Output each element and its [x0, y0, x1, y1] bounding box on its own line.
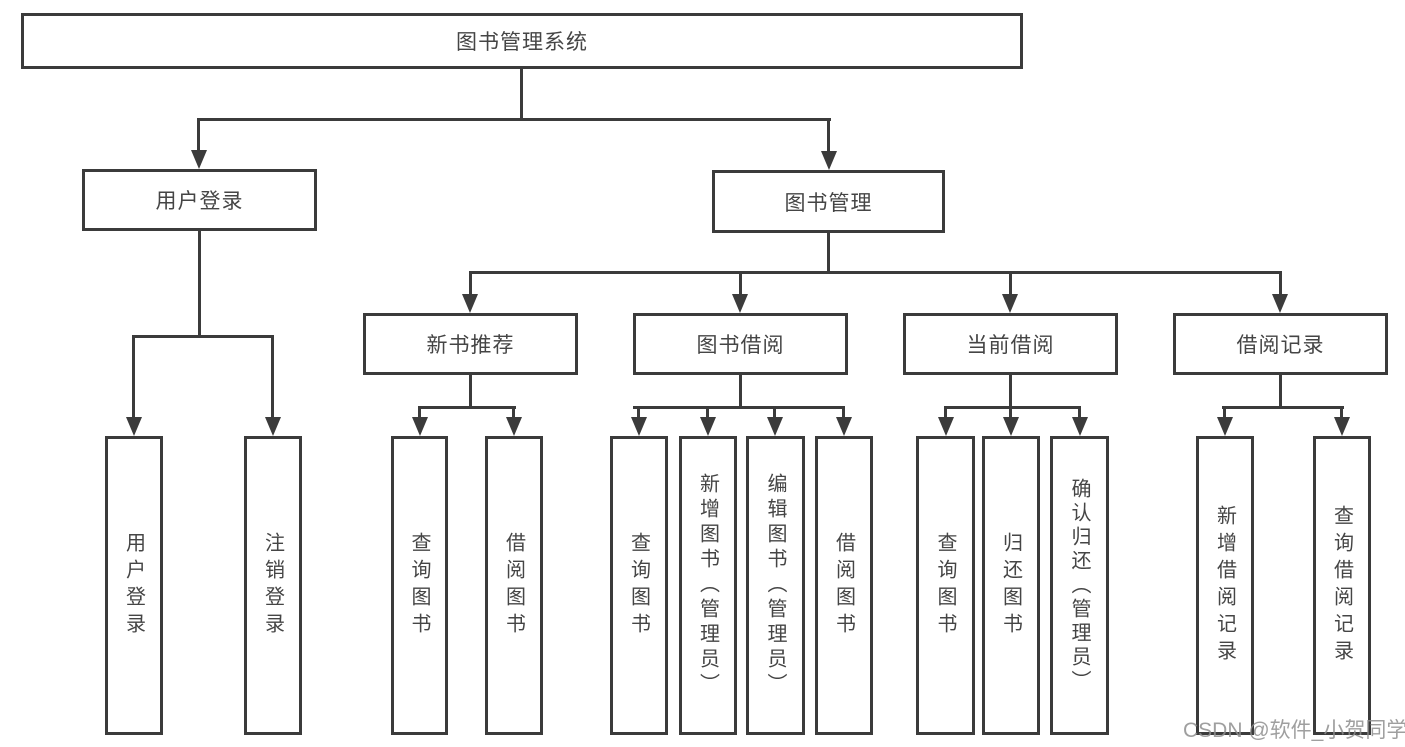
node-new-book-rec-label: 新书推荐: [426, 334, 515, 357]
leaf-cb-query-book-label: 查询图书: [934, 531, 956, 640]
leaf-cb-return-book-label: 归还图书: [999, 531, 1022, 640]
connector-current-borrow-stem: [1009, 374, 1012, 408]
leaf-bb-add-book-label: 新增图书（管理员）: [696, 473, 719, 698]
csdn-watermark: CSDN @软件_小贺同学: [1183, 719, 1405, 742]
connector-new-book-rec-stem: [469, 374, 472, 408]
leaf-br-query-record-label: 查询借阅记录: [1330, 504, 1353, 667]
connector-to-leaf-user-login: [132, 335, 135, 419]
connector-to-leaf-bb-query: [637, 406, 640, 420]
leaf-bb-query-book-label: 查询图书: [627, 531, 650, 640]
leaf-user-login-label: 用户登录: [122, 531, 145, 640]
leaf-br-add-record: 新增借阅记录: [1196, 436, 1254, 735]
connector-to-leaf-cb-query: [944, 406, 947, 420]
leaf-nb-borrow-book: 借阅图书: [485, 436, 543, 735]
node-root-label: 图书管理系统: [456, 31, 588, 54]
connector-borrow-records-branch: [1222, 406, 1344, 409]
connector-to-leaf-bb-borrow: [842, 406, 845, 420]
connector-to-user-login: [197, 118, 200, 152]
node-book-mgmt: 图书管理: [712, 170, 945, 233]
connector-to-leaf-logout: [271, 335, 274, 419]
node-new-book-rec: 新书推荐: [363, 313, 578, 375]
arrowhead-leaf-user-login: [126, 417, 142, 436]
connector-to-leaf-nb-query: [418, 406, 421, 420]
leaf-cb-return-book: 归还图书: [982, 436, 1040, 735]
node-root: 图书管理系统: [21, 13, 1023, 69]
arrowhead-borrow-records: [1272, 294, 1288, 313]
connector-to-leaf-br-query: [1340, 406, 1343, 420]
arrowhead-leaf-cb-query: [938, 417, 954, 436]
connector-book-borrow-stem: [739, 374, 742, 408]
node-current-borrow-label: 当前借阅: [966, 334, 1055, 357]
leaf-nb-query-book: 查询图书: [391, 436, 448, 735]
arrowhead-leaf-bb-edit: [767, 417, 783, 436]
connector-new-book-rec-branch: [418, 406, 516, 409]
leaf-cb-query-book: 查询图书: [916, 436, 975, 735]
connector-root-stem: [520, 68, 523, 118]
connector-user-login-branch: [132, 335, 274, 338]
node-user-login: 用户登录: [82, 169, 317, 231]
connector-to-new-book-rec: [469, 271, 472, 296]
connector-to-book-mgmt: [827, 118, 830, 152]
connector-to-leaf-cb-return: [1009, 406, 1012, 420]
connector-current-borrow-branch: [944, 406, 1081, 409]
arrowhead-current-borrow: [1002, 294, 1018, 313]
arrowhead-leaf-nb-query: [412, 417, 428, 436]
node-book-borrow: 图书借阅: [633, 313, 848, 375]
leaf-bb-borrow-book-label: 借阅图书: [832, 531, 855, 640]
arrowhead-leaf-cb-return: [1003, 417, 1019, 436]
arrowhead-user-login: [191, 150, 207, 169]
leaf-cb-confirm-return: 确认归还（管理员）: [1050, 436, 1109, 735]
arrowhead-new-book-rec: [462, 294, 478, 313]
leaf-bb-query-book: 查询图书: [610, 436, 668, 735]
node-borrow-records: 借阅记录: [1173, 313, 1388, 375]
leaf-bb-add-book: 新增图书（管理员）: [679, 436, 737, 735]
arrowhead-leaf-nb-borrow: [506, 417, 522, 436]
node-book-borrow-label: 图书借阅: [696, 334, 785, 357]
leaf-logout-label: 注销登录: [261, 531, 284, 640]
leaf-bb-borrow-book: 借阅图书: [815, 436, 873, 735]
arrowhead-book-borrow: [732, 294, 748, 313]
node-current-borrow: 当前借阅: [903, 313, 1118, 375]
connector-to-leaf-br-add: [1223, 406, 1226, 420]
arrowhead-leaf-cb-confirm: [1072, 417, 1088, 436]
leaf-bb-edit-book-label: 编辑图书（管理员）: [764, 473, 786, 698]
arrowhead-leaf-br-add: [1217, 417, 1233, 436]
leaf-cb-confirm-return-label: 确认归还（管理员）: [1068, 477, 1090, 694]
connector-book-borrow-branch: [633, 406, 845, 409]
arrowhead-leaf-logout: [265, 417, 281, 436]
leaf-br-add-record-label: 新增借阅记录: [1213, 504, 1236, 667]
node-borrow-records-label: 借阅记录: [1236, 334, 1325, 357]
leaf-nb-borrow-book-label: 借阅图书: [502, 531, 525, 640]
connector-user-login-stem: [198, 231, 201, 335]
arrowhead-leaf-bb-query: [631, 417, 647, 436]
arrowhead-book-mgmt: [821, 151, 837, 170]
connector-borrow-records-stem: [1279, 374, 1282, 408]
leaf-bb-edit-book: 编辑图书（管理员）: [746, 436, 805, 735]
connector-to-leaf-cb-confirm: [1078, 406, 1081, 420]
arrowhead-leaf-bb-borrow: [836, 417, 852, 436]
connector-to-leaf-bb-add: [706, 406, 709, 420]
connector-book-mgmt-stem: [827, 233, 830, 273]
connector-book-mgmt-branch: [469, 271, 1282, 274]
connector-to-leaf-bb-edit: [773, 406, 776, 420]
connector-to-book-borrow: [739, 271, 742, 296]
connector-to-current-borrow: [1009, 271, 1012, 296]
leaf-br-query-record: 查询借阅记录: [1313, 436, 1371, 735]
connector-to-leaf-nb-borrow: [512, 406, 515, 420]
arrowhead-leaf-br-query: [1334, 417, 1350, 436]
node-book-mgmt-label: 图书管理: [784, 191, 873, 215]
connector-to-borrow-records: [1279, 271, 1282, 296]
leaf-logout: 注销登录: [244, 436, 302, 735]
node-user-login-label: 用户登录: [155, 190, 244, 213]
leaf-user-login: 用户登录: [105, 436, 163, 735]
connector-root-branch: [197, 118, 831, 121]
arrowhead-leaf-bb-add: [700, 417, 716, 436]
leaf-nb-query-book-label: 查询图书: [408, 531, 430, 640]
